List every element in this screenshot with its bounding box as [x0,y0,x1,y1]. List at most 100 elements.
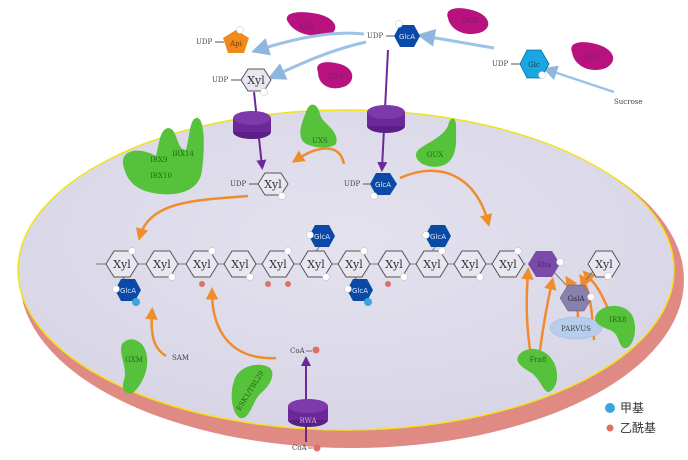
udp-api: UDP Api [196,26,249,53]
hydroxyl-dot [112,285,120,293]
arrow-glca-to-api [251,31,365,56]
glca-label: GlcA [352,287,368,295]
xylose-residue: Xyl GlcA [299,225,335,281]
glca-hexagon [347,279,373,301]
enzyme-sus: SUS [571,42,614,71]
xyl-label: Xyl [461,258,479,271]
transporter-xyl [233,91,271,170]
xylose-residue: Xyl GlcA [415,225,451,278]
udp-xyl-lumen: UDP Xyl [230,172,289,200]
glca-hexagon [115,279,141,301]
uxs-label: UXS [312,137,328,145]
enzyme-axs-label: AXS [298,23,314,31]
udp-label: UDP [196,38,213,46]
hydroxyl-dot [208,247,216,255]
hydroxyl-dot [344,285,352,293]
cytosol-conversion-arrows [251,28,615,94]
gux-label: GUX [427,151,443,159]
xylose-residue: Xyl [377,250,411,287]
legend-acetyl-label: 乙酰基 [620,421,656,435]
parvus-label: PARVUS [561,325,591,333]
enzyme-parvus: PARVUS [549,316,603,340]
enzyme-fra8: Fra8 [517,348,558,392]
enzyme-axs: AXS [286,12,336,36]
hydroxyl-dot [246,273,254,281]
coa-label: CoA [290,347,306,355]
udp-label: UDP [492,60,509,68]
xyl-label: Xyl [269,258,287,271]
irx9-label: IRX9 [150,156,167,164]
hydroxyl-dot [438,247,446,255]
acetyl-coa-cytosol: CoA [292,444,321,452]
legend: 甲基 乙酰基 [605,401,656,435]
xyl-label: Xyl [247,74,265,87]
xyl-label: Xyl [307,258,325,271]
arrow-sucrose-to-glc [542,65,615,94]
transporter-glca [367,49,405,172]
legend-acetyl-swatch [606,424,614,432]
transporter-rwa: RWA [288,356,328,442]
hydroxyl-dot [514,247,522,255]
glca-label: GlcA [430,233,446,241]
glca-label: GlcA [314,233,330,241]
xylose-residue: Xyl [453,250,487,281]
xyl-label: Xyl [385,258,403,271]
xyl-label: Xyl [113,258,131,271]
methyl-group [364,298,372,306]
api-pentagon [223,30,249,53]
enzyme-uxs-top-label: UXS [328,73,344,81]
gxm-label: GXM [125,356,143,364]
glca-sidechain: GlcA [422,225,451,247]
xyl-label: Xyl [153,258,171,271]
golgi-compartment [17,109,684,448]
fra8-label: Fra8 [530,356,547,364]
udp-label: UDP [212,76,229,84]
acetyl-coa-lumen: CoA [290,346,320,355]
enzyme-ugd-label: UGD [461,17,478,25]
enzyme-gux: GUX [415,118,457,167]
enzyme-ugd: UGD [447,8,489,35]
hydroxyl-dot [476,273,484,281]
xylose-residue: Xyl [261,247,295,287]
glca-hexagon [394,25,420,47]
terminal-xyl-hexagon [587,250,621,278]
glca-hexagon [425,225,451,247]
reducing-end-sequence: Rha GalA Xyl [528,250,621,312]
udp-label: UDP [344,180,361,188]
enzyme-irx-complex: IRX9 IRX14 IRX10 [122,117,204,195]
acetyl-group [199,281,205,287]
xyl-label: Xyl [499,258,517,271]
xylose-residue: Xyl [185,247,219,287]
xyl-label: Xyl [264,178,282,191]
udp-glca-lumen: UDP GlcA [344,173,397,200]
glca-label: GlcA [399,33,415,41]
glca-sidechain: GlcA [344,279,373,306]
glca-label: GlcA [120,287,136,295]
hydroxyl-dot [128,247,136,255]
xyl-label: Xyl [231,258,249,271]
glca-hexagon [370,173,397,195]
enzyme-uxs: UXS [300,104,337,148]
udp-xyl-cytosol: UDP Xyl [212,68,272,96]
arrow-glca-to-xyl [267,40,367,80]
hydroxyl-dot [360,247,368,255]
udp-glca-cytosol: UDP GlcA [367,20,420,47]
api-label: Api [229,40,243,48]
irx10-label: IRX10 [150,172,172,180]
enzyme-uxs-top: UXS [317,62,353,89]
udp-glc: UDP Glc [492,49,550,79]
terminal-xyl-label: Xyl [595,258,613,271]
acetyl-group [265,281,271,287]
enzyme-sus-label: SUS [584,53,600,61]
irx14-label: IRX14 [172,150,194,158]
legend-methyl-label: 甲基 [620,401,644,415]
rha-label: Rha [537,261,551,269]
xyl-label: Xyl [423,258,441,271]
methyl-group [132,298,140,306]
hydroxyl-dot [422,231,430,239]
hydroxyl-dot [168,273,176,281]
xyl-label: Xyl [193,258,211,271]
